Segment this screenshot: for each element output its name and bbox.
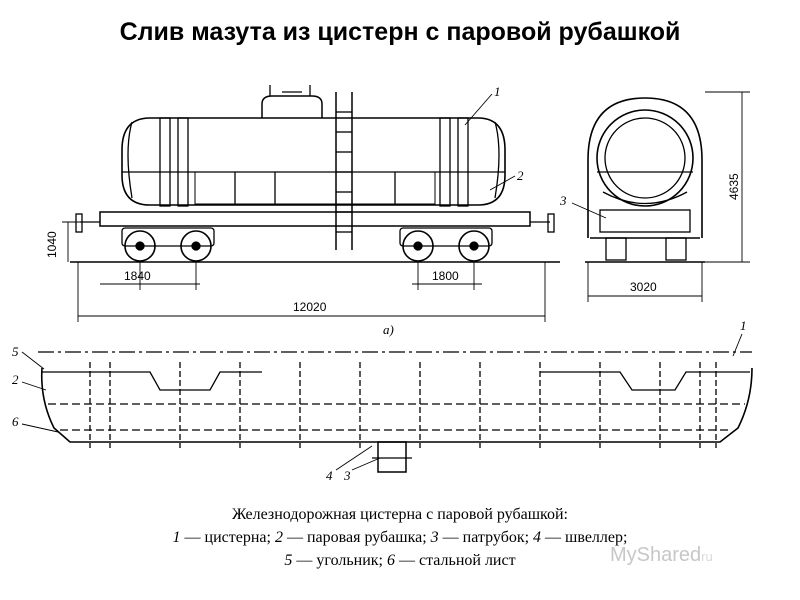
caption-num-5: 5 [284, 552, 293, 569]
section-view: 1 5 2 6 4 3 [12, 318, 753, 483]
caption-line-3: 5 — угольник; 6 — стальной лист [0, 549, 800, 572]
caption-num-2: 2 [274, 529, 283, 546]
callout-1: 1 [494, 84, 501, 99]
dim-end-height-4635: 4635 [727, 173, 741, 200]
side-view: 1040 1840 1800 12020 а) 1 2 [45, 84, 560, 337]
callout-2: 2 [517, 168, 524, 183]
view-label-a: а) [383, 322, 394, 337]
dim-bogie-right-1800: 1800 [432, 269, 459, 283]
dim-bogie-left-1840: 1840 [124, 269, 151, 283]
callout-b-1: 1 [740, 318, 747, 333]
caption-text-3: — патрубок; [438, 529, 534, 546]
dim-end-width-3020: 3020 [630, 280, 657, 294]
caption-text-4: — швеллер; [541, 529, 628, 546]
dim-height-1040: 1040 [45, 231, 59, 258]
watermark-subtext: ru [701, 549, 713, 564]
watermark-logo: MySharedru [610, 544, 713, 567]
callout-b-3: 3 [343, 468, 351, 483]
caption-text-1: — цистерна; [180, 529, 275, 546]
caption-text-2: — паровая рубашка; [282, 529, 431, 546]
callout-b-2: 2 [12, 372, 19, 387]
caption-num-4: 4 [533, 529, 542, 546]
callout-b-5: 5 [12, 344, 19, 359]
caption-num-6: 6 [387, 552, 395, 569]
callout-3: 3 [559, 193, 567, 208]
watermark-text: MyShared [610, 544, 702, 566]
caption-num-3: 3 [430, 529, 439, 546]
caption-line-2: 1 — цистерна; 2 — паровая рубашка; 3 — п… [0, 526, 800, 549]
dim-length-12020: 12020 [293, 300, 327, 314]
caption-text-6: — стальной лист [395, 552, 516, 569]
figure-caption: Железнодорожная цистерна с паровой рубаш… [0, 503, 800, 572]
callout-b-6: 6 [12, 414, 19, 429]
caption-line-1: Железнодорожная цистерна с паровой рубаш… [231, 506, 568, 523]
end-view: 4635 3020 3 [559, 91, 750, 302]
caption-text-5: — угольник; [292, 552, 387, 569]
caption-num-1: 1 [172, 529, 181, 546]
callout-b-4: 4 [326, 468, 333, 483]
page-title: Слив мазута из цистерн с паровой рубашко… [119, 18, 681, 46]
